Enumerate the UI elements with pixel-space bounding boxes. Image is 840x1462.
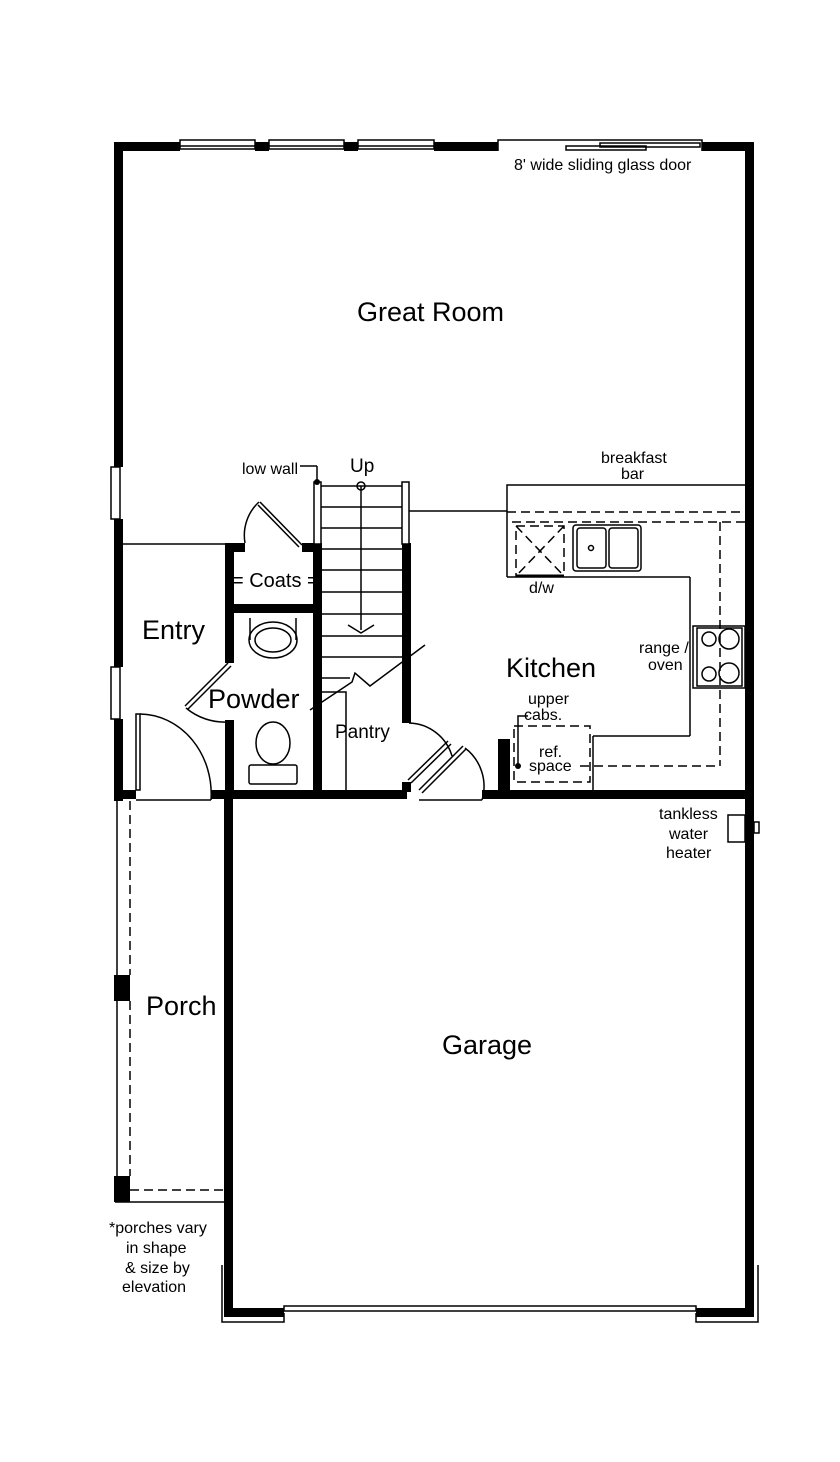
sliding-door-note: 8' wide sliding glass door [514,157,692,174]
room-label-entry: Entry [142,615,206,645]
stairs-up-label: Up [350,456,375,477]
low-wall-note: low wall [242,461,299,478]
breakfast-bar-label-1: breakfast [601,450,667,467]
water-heater-label-1: tankless [659,806,718,823]
range-label-2: oven [648,657,683,674]
room-label-great-room: Great Room [357,297,505,327]
room-label-porch: Porch [146,991,217,1021]
room-label-powder: Powder [208,684,300,714]
porch-note-3: & size by [125,1260,190,1277]
range-label-1: range / [639,640,689,657]
porch-note-1: *porches vary [109,1220,207,1237]
upper-cabs-label-2: cabs. [524,707,563,724]
room-label-pantry: Pantry [335,722,390,743]
exterior-walls [114,142,754,1317]
room-label-kitchen: Kitchen [506,653,597,683]
dashed-outlines [116,511,745,1191]
room-label-coats: = Coats = [232,570,319,592]
water-heater-label-3: heater [666,845,712,862]
breakfast-bar-label-2: bar [621,466,645,483]
upper-cabs-label-1: upper [528,691,569,708]
dishwasher-label: d/w [529,580,554,597]
ref-space-label-2: space [529,758,572,775]
ref-space-label-1: ref. [539,744,563,761]
room-label-garage: Garage [442,1030,533,1060]
fixtures [110,139,760,1323]
water-heater-label-2: water [669,826,709,843]
porch-note-4: elevation [122,1279,187,1296]
porch-note-2: in shape [126,1240,187,1257]
interior-walls [225,543,510,795]
